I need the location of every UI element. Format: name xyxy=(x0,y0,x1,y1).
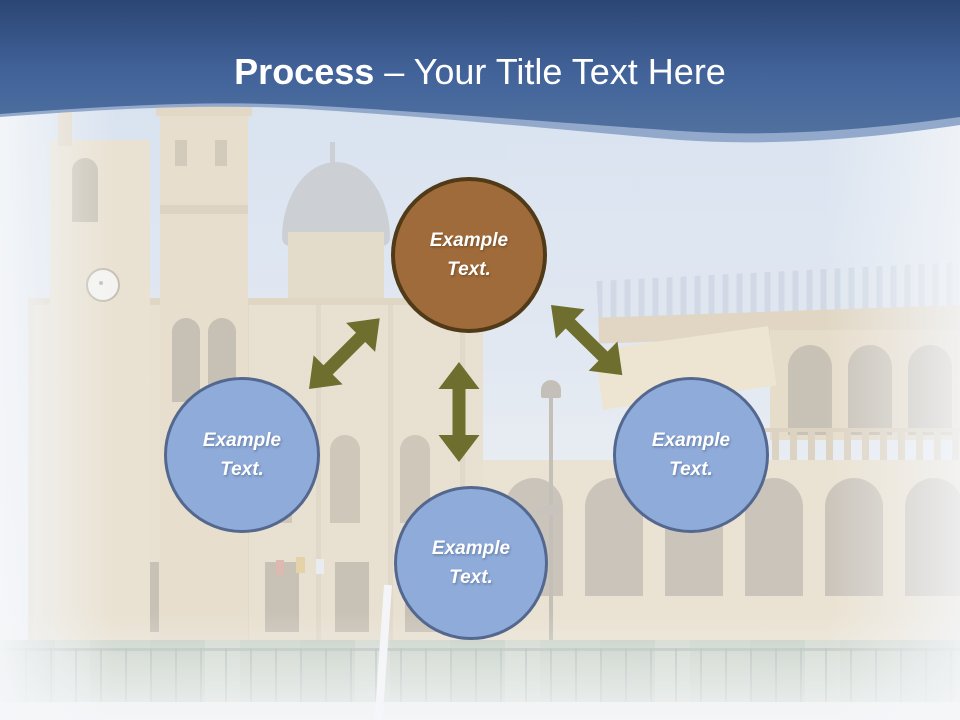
connector-top-to-right[interactable] xyxy=(537,290,637,389)
node-top-circle[interactable]: Example Text. xyxy=(391,177,547,333)
node-bottom-circle[interactable]: Example Text. xyxy=(394,486,548,640)
node-label: Example Text. xyxy=(430,226,508,284)
connector-top-to-left[interactable] xyxy=(295,304,395,404)
node-label: Example Text. xyxy=(203,426,281,484)
node-left-circle[interactable]: Example Text. xyxy=(164,377,320,533)
node-label-line1: Example xyxy=(429,230,509,251)
node-right-circle[interactable]: Example Text. xyxy=(613,377,769,533)
header-band: Process– Your Title Text Here xyxy=(0,0,960,150)
connector-center-to-bottom[interactable] xyxy=(438,362,480,462)
node-label: Example Text. xyxy=(652,426,730,484)
node-label-line2: Text. xyxy=(220,459,264,480)
node-label-line1: Example xyxy=(431,538,511,559)
node-label-line2: Text. xyxy=(669,459,713,480)
node-label-line2: Text. xyxy=(447,259,491,280)
node-label: Example Text. xyxy=(432,534,510,592)
title-emphasis: Process xyxy=(234,51,375,92)
title-text: – Your Title Text Here xyxy=(384,51,726,92)
node-label-line2: Text. xyxy=(449,567,493,588)
slide-title[interactable]: Process– Your Title Text Here xyxy=(0,52,960,92)
node-label-line1: Example xyxy=(202,430,282,451)
node-label-line1: Example xyxy=(651,430,731,451)
header-wave xyxy=(0,0,960,143)
